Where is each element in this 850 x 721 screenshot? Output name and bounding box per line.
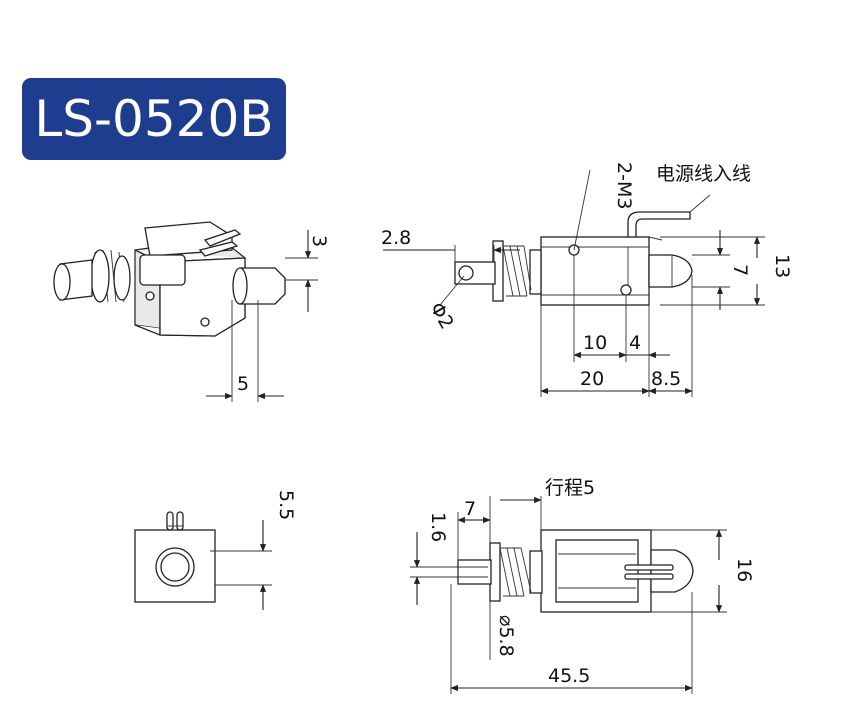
isometric-view: 3 5 bbox=[53, 221, 330, 402]
model-title: LS-0520B bbox=[34, 90, 274, 148]
dim-side-pin-offset: 1.6 bbox=[427, 512, 449, 542]
dim-body-length: 20 bbox=[580, 368, 604, 390]
dim-plunger-length: 8.5 bbox=[651, 368, 681, 390]
dim-front-total-height: 13 bbox=[771, 254, 793, 278]
dim-iso-width: 5 bbox=[237, 373, 249, 395]
dim-hole-offset: 4 bbox=[629, 332, 641, 354]
label-stroke: 行程5 bbox=[545, 477, 595, 499]
label-thread: 2-M3 bbox=[613, 162, 635, 209]
dim-iso-height: 3 bbox=[308, 235, 330, 247]
end-view: 5.5 bbox=[134, 490, 297, 610]
dim-front-height: 7 bbox=[729, 264, 751, 276]
label-plunger-dia: ⌀5.8 bbox=[495, 615, 517, 657]
dim-total-length: 45.5 bbox=[548, 665, 590, 687]
dim-end-height: 5.5 bbox=[275, 490, 297, 520]
label-hole-dia: Φ2 bbox=[425, 299, 458, 333]
model-badge: LS-0520B bbox=[22, 78, 286, 160]
front-view: 2.8 Φ2 2-M3 电源线入线 7 13 10 4 bbox=[381, 162, 793, 397]
dim-front-offset: 2.8 bbox=[381, 227, 411, 249]
side-view: 行程5 7 1.6 ⌀5.8 16 45.5 bbox=[410, 477, 755, 694]
dim-side-height: 16 bbox=[733, 558, 755, 582]
dim-hole-spacing: 10 bbox=[583, 332, 607, 354]
dim-side-spring-len: 7 bbox=[464, 498, 476, 520]
label-wire-entry: 电源线入线 bbox=[656, 163, 751, 185]
